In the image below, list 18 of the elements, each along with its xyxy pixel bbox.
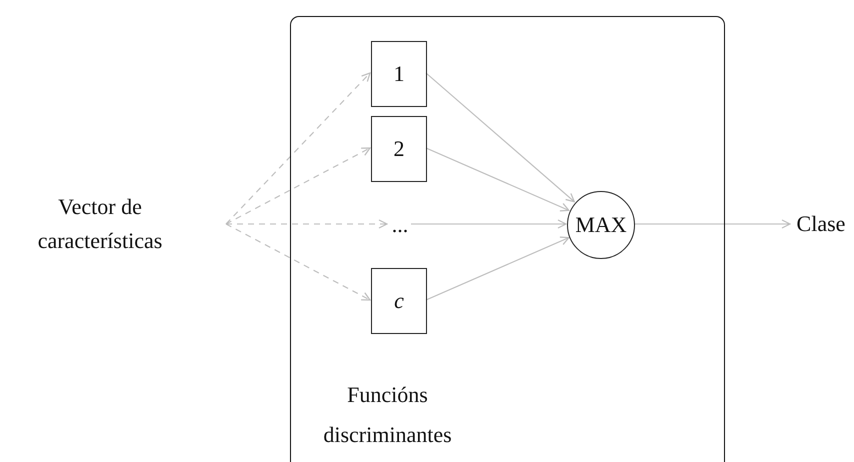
panel-label: Funcións discriminantes (322, 381, 453, 449)
ellipsis-label: ... (388, 211, 412, 239)
dashed-arrow (226, 147, 371, 224)
arrow (426, 236, 570, 300)
panel (290, 16, 725, 462)
dashed-arrow (226, 72, 371, 224)
arrow (634, 219, 791, 229)
dashed-arrow (226, 219, 388, 229)
arrow (426, 72, 575, 202)
max-node: MAX (567, 191, 635, 259)
output-label: Clase (790, 207, 852, 241)
process-box: 2 (371, 116, 427, 182)
process-box: c (371, 268, 427, 334)
dashed-arrow (226, 224, 371, 301)
process-box: 1 (371, 41, 427, 107)
arrow (426, 148, 570, 212)
input-label: Vector de características (0, 184, 226, 264)
arrow (411, 219, 567, 229)
